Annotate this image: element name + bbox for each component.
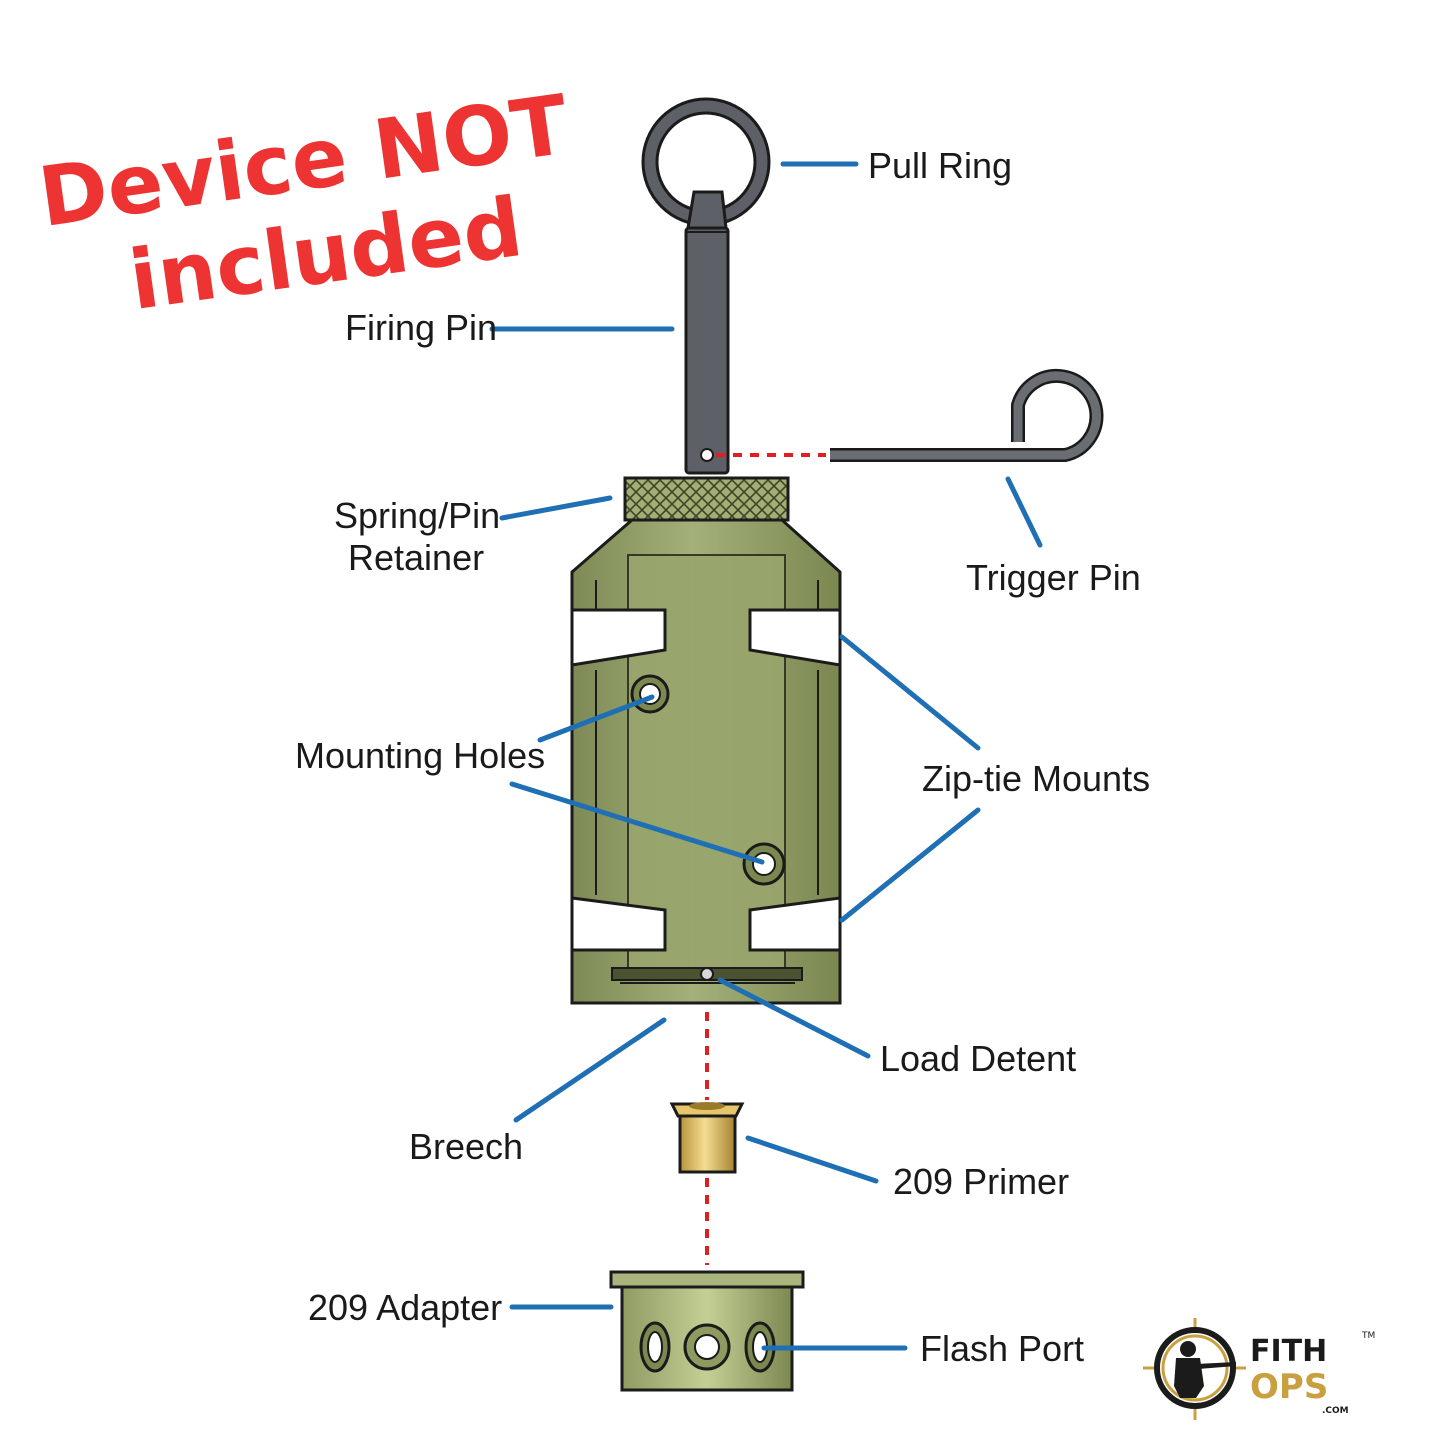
fith-ops-logo: FITH OPS .COM TM: [1143, 1318, 1375, 1420]
leader-lines: [489, 161, 1043, 1351]
label-firing-pin: Firing Pin: [345, 307, 497, 348]
label-spring-pin-retainer-line-1: Spring/Pin: [334, 495, 500, 536]
label-zip-tie-mounts: Zip-tie Mounts: [922, 758, 1150, 799]
label-breech: Breech: [409, 1126, 523, 1167]
not-included-warning: Device NOT included: [33, 78, 573, 329]
trigger-pin: [830, 368, 1104, 462]
label-209-primer: 209 Primer: [893, 1161, 1069, 1202]
label-flash-port: Flash Port: [920, 1328, 1084, 1369]
firing-pin: [684, 190, 730, 475]
pin-hole: [700, 448, 714, 462]
logo-trademark: TM: [1361, 1331, 1375, 1341]
main-body: [570, 518, 842, 1005]
label-spring-pin-retainer-line-2: Retainer: [348, 537, 484, 578]
primer-209: [669, 1102, 745, 1174]
label-209-adapter: 209 Adapter: [308, 1287, 502, 1328]
spring-pin-retainer: [623, 476, 790, 522]
load-detent-ball: [700, 967, 714, 981]
logo-domain: .COM: [1322, 1406, 1349, 1416]
soldier-silhouette-icon: [1174, 1341, 1236, 1398]
label-pull-ring: Pull Ring: [868, 145, 1012, 186]
logo-word-ops: OPS: [1250, 1367, 1328, 1407]
label-trigger-pin: Trigger Pin: [966, 557, 1141, 598]
label-mounting-holes: Mounting Holes: [295, 735, 545, 776]
label-load-detent: Load Detent: [880, 1038, 1076, 1079]
logo-word-fith: FITH: [1250, 1334, 1327, 1369]
adapter-209: [609, 1270, 805, 1392]
